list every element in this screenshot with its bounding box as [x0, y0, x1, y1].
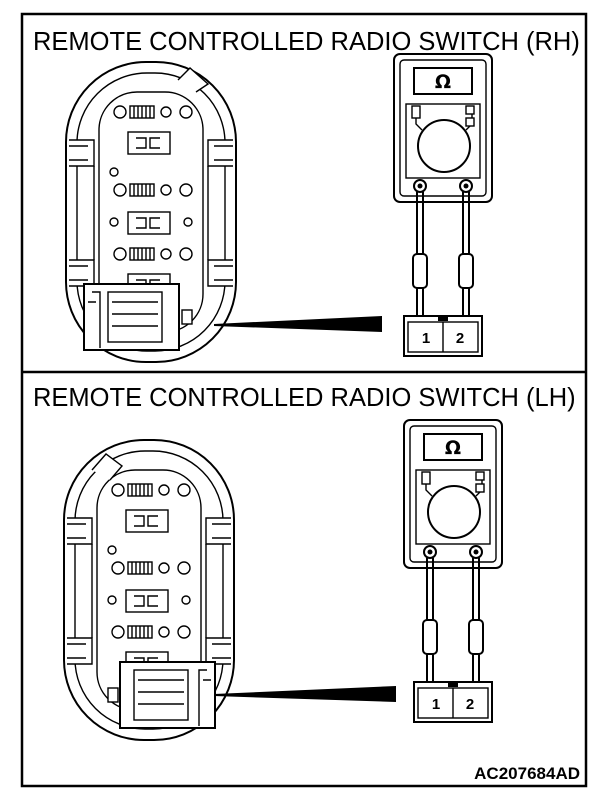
- ohm-symbol-rh: Ω: [435, 71, 451, 93]
- panel-lh: REMOTE CONTROLLED RADIO SWITCH (LH) Ω 1 …: [33, 384, 576, 741]
- leader-line-rh: [214, 316, 382, 332]
- panel-lh-title: REMOTE CONTROLLED RADIO SWITCH (LH): [33, 384, 576, 412]
- connector-pin-1-rh: 1: [422, 330, 430, 347]
- connector-pin-2-lh: 2: [466, 696, 474, 713]
- ohm-symbol-lh: Ω: [445, 437, 461, 459]
- figure-code: AC207684AD: [474, 764, 580, 783]
- leader-line-lh: [214, 686, 396, 702]
- switch-body-lh: [63, 439, 235, 741]
- connector-pin-2-rh: 2: [456, 330, 464, 347]
- ohmmeter-rh: Ω 1 2: [393, 53, 493, 357]
- switch-body-rh: [65, 61, 237, 363]
- panel-rh: REMOTE CONTROLLED RADIO SWITCH (RH) Ω 1 …: [33, 28, 580, 363]
- figure-frame: [20, 12, 588, 788]
- ohmmeter-lh: Ω 1 2: [403, 419, 503, 723]
- panel-rh-title: REMOTE CONTROLLED RADIO SWITCH (RH): [33, 28, 580, 56]
- connector-pin-1-lh: 1: [432, 696, 440, 713]
